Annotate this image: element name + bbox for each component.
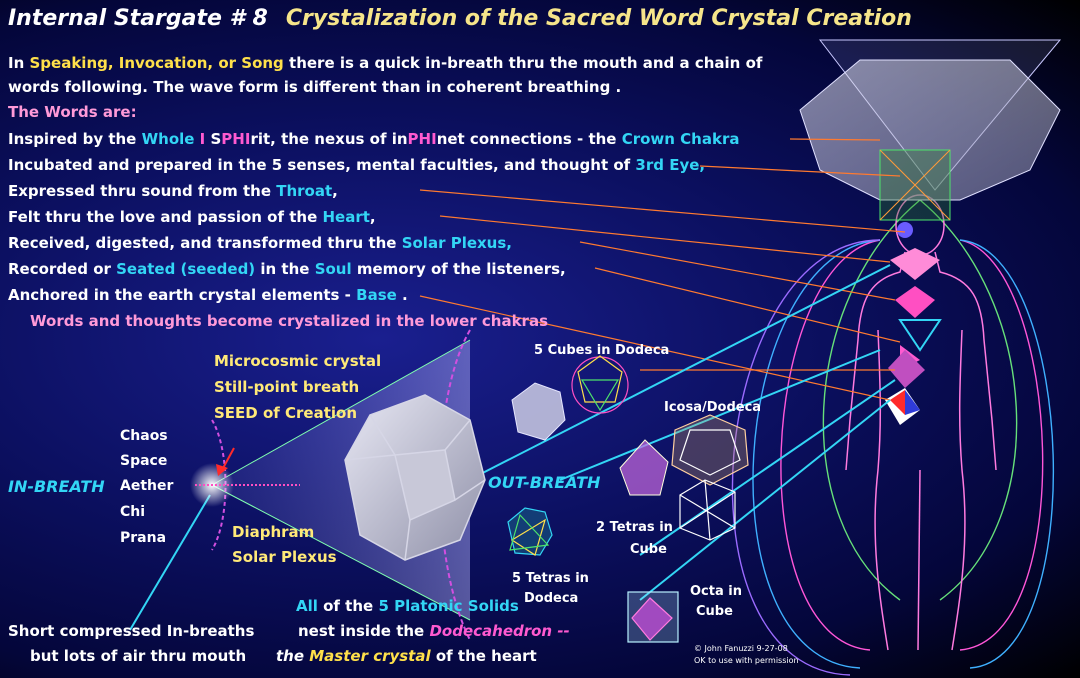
platonic-line-1: All of the 5 Platonic Solids [296,597,519,615]
word-line-solar-plexus: Received, digested, and transformed thru… [8,234,512,252]
title-subtitle: Crystalization of the Sacred Word Crysta… [285,6,912,31]
tetras2-label-1: 2 Tetras in [596,520,673,535]
cubes-dodeca-label: 5 Cubes in Dodeca [534,343,670,358]
diaphram-label-2: Solar Plexus [232,548,337,566]
icosa-dodeca-label: Icosa/Dodeca [664,400,762,415]
micro-label-2: Still-point breath [214,378,360,396]
word-line-base: Anchored in the earth crystal elements -… [8,286,408,304]
platonic-line-2: nest inside the Dodecahedron -- [298,622,570,640]
intro-highlight: Speaking, Invocation, or Song [29,54,284,72]
word-line-heart: Felt thru the love and passion of the He… [8,208,376,226]
solid-cube-dodeca-1 [511,382,566,441]
tetras5-label-2: Dodeca [524,591,579,606]
octa-label-1: Octa in [690,584,742,599]
solid-icosa-dodeca [671,414,749,486]
solid-tetras-cube [679,479,736,541]
element-prana: Prana [120,530,167,546]
element-space: Space [120,453,168,469]
solid-tetras-dodeca [507,507,553,556]
short-breath-label-1: Short compressed In-breaths [8,622,255,640]
copyright-line-2: OK to use with permission [694,656,799,665]
word-line-soul: Recorded or Seated (seeded) in the Soul … [8,260,566,278]
micro-label-3: SEED of Creation [214,404,358,422]
micro-label-1: Microcosmic crystal [214,352,382,370]
seed-arrow [216,447,235,476]
inbreath-label: IN-BREATH [8,477,105,496]
solid-octa-cube [627,591,679,643]
solid-cube-dodeca-2 [571,355,629,414]
element-chaos: Chaos [120,428,168,444]
diaphram-label-1: Diaphram [232,523,315,541]
intro-line-2: words following. The wave form is differ… [8,78,622,96]
word-line-throat: Expressed thru sound from the Throat, [8,182,338,200]
human-body-outline [845,194,997,651]
word-line-crown: Inspired by the Whole I SPHIrit, the nex… [8,130,740,148]
aura-loops [731,199,1055,676]
element-aether: Aether [120,478,174,494]
intro-line-1: In Speaking, Invocation, or Song there i… [8,54,763,72]
outbreath-label: OUT-BREATH [488,473,601,492]
crystalized-note: Words and thoughts become crystalized in… [30,312,548,330]
element-chi: Chi [120,504,146,520]
chakra-markers [885,222,942,425]
crown-chakra-label: Crown Chakra [621,130,740,148]
words-heading: The Words are: [8,103,137,121]
tetras5-label-1: 5 Tetras in [512,571,589,586]
copyright-line-1: © John Fanuzzi 9-27-08 [694,644,788,653]
word-line-third-eye: Incubated and prepared in the 5 senses, … [8,156,706,174]
dodecahedron-large [344,394,486,561]
page-title: Internal Stargate # 8 Crystalization of t… [8,6,912,31]
platonic-line-3: the Master crystal of the heart [276,647,537,665]
crown-pyramid [799,39,1062,221]
short-breath-label-2: but lots of air thru mouth [30,647,247,665]
tetras2-label-2: Cube [630,542,667,557]
solid-pink-icosa [619,439,669,496]
octa-label-2: Cube [696,604,733,619]
title-main: Internal Stargate # 8 [8,6,268,31]
